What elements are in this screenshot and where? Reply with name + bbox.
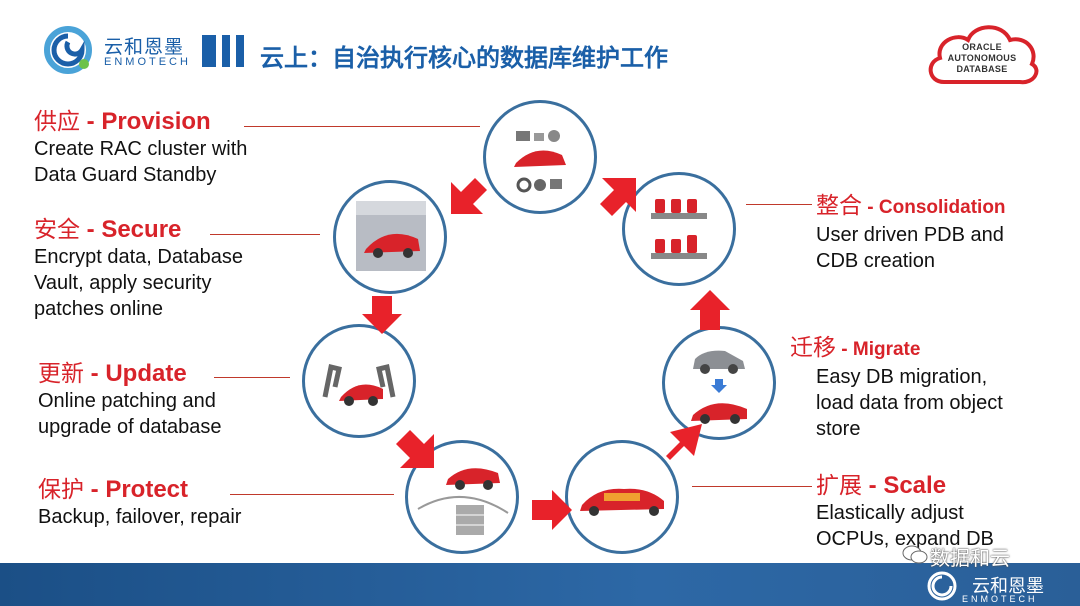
badge-line-1: ORACLE — [962, 42, 1002, 52]
section-title: 迁移 - Migrate — [790, 335, 921, 361]
section-desc-line: Data Guard Standby — [34, 164, 217, 186]
section-title: 更新 - Update — [38, 360, 187, 387]
section-title: 保护 - Protect — [38, 476, 189, 503]
arrow-update-to-protect — [396, 430, 434, 468]
section-consolidation: 整合 - Consolidation User driven PDB and C… — [816, 192, 1006, 274]
enmotech-swirl-icon — [44, 26, 92, 74]
footer-logo-swirl-icon — [927, 571, 957, 601]
secure-vault-car-icon — [356, 201, 426, 271]
leader-line — [214, 377, 290, 378]
badge-line-3: DATABASE — [956, 64, 1008, 74]
section-scale: 扩展 - Scale Elastically adjust OCPUs, exp… — [816, 472, 994, 552]
arrow-consolidation-to-provision — [600, 178, 636, 216]
section-desc-line: Vault, apply security — [34, 272, 212, 294]
update-circle — [302, 324, 416, 438]
arrow-scale-to-migrate — [666, 424, 702, 460]
section-desc-line: Backup, failover, repair — [38, 506, 242, 528]
leader-line — [230, 494, 394, 495]
wechat-watermark: 数据和云 — [930, 546, 1010, 570]
badge-line-2: AUTONOMOUS — [947, 53, 1017, 63]
arrow-protect-to-scale — [532, 490, 572, 530]
leader-line — [692, 486, 812, 487]
section-desc-line: OCPUs, expand DB — [816, 528, 994, 550]
page-title: 云上：自治执行核心的数据库维护工作 — [260, 44, 668, 72]
section-title: 整合 - Consolidation — [816, 193, 1006, 219]
section-migrate: 迁移 - Migrate Easy DB migration, load dat… — [790, 334, 1003, 442]
section-provision: 供应 - Provision Create RAC cluster with D… — [34, 108, 247, 188]
wechat-icon — [902, 545, 928, 564]
car-parts-icon — [514, 130, 566, 193]
arrow-migrate-to-consolidation — [690, 290, 730, 330]
database-stack-icon — [651, 199, 707, 259]
secure-circle — [333, 180, 447, 294]
provision-circle — [483, 100, 597, 214]
section-desc-line: User driven PDB and — [816, 224, 1004, 246]
section-desc-line: Create RAC cluster with — [34, 138, 248, 160]
arrow-secure-to-update — [362, 296, 402, 334]
section-desc-line: Elastically adjust — [816, 502, 964, 524]
car-jump-wall-icon — [417, 468, 509, 535]
section-desc-line: upgrade of database — [38, 416, 222, 438]
cloud-icon — [928, 25, 1039, 85]
title-bars-decoration — [202, 35, 248, 67]
footer-logo-english: ENMOTECH — [962, 594, 1038, 604]
section-desc-line: store — [816, 418, 861, 440]
section-secure: 安全 - Secure Encrypt data, Database Vault… — [34, 216, 243, 322]
consolidation-circle — [622, 172, 736, 286]
migrate-cars-icon — [691, 350, 747, 424]
oracle-autonomous-badge: ORACLE AUTONOMOUS DATABASE — [922, 18, 1042, 90]
logo-english-name: ENMOTECH — [104, 56, 191, 68]
migrate-circle — [662, 326, 776, 440]
section-desc-line: Encrypt data, Database — [34, 246, 244, 268]
footer-logo-chinese: 云和恩墨 — [972, 576, 1044, 597]
scale-circle — [565, 440, 679, 554]
section-protect: 保护 - Protect Backup, failover, repair — [38, 476, 241, 530]
arrow-provision-to-secure — [451, 178, 487, 214]
section-desc-line: Easy DB migration, — [816, 366, 988, 388]
logo-chinese-name: 云和恩墨 — [104, 36, 185, 58]
section-desc-line: load data from object — [816, 392, 1003, 414]
section-desc-line: patches online — [34, 298, 163, 320]
section-title: 供应 - Provision — [34, 108, 211, 135]
section-update: 更新 - Update Online patching and upgrade … — [38, 360, 222, 440]
enmotech-logo: 云和恩墨 ENMOTECH — [44, 26, 194, 74]
leader-line — [746, 204, 812, 205]
leader-line — [210, 234, 320, 235]
section-desc-line: CDB creation — [816, 250, 935, 272]
footer-bar — [0, 563, 1080, 606]
section-title: 安全 - Secure — [34, 216, 182, 243]
slide-header: 云和恩墨 ENMOTECH 云上：自治执行核心的数据库维护工作 ORACLE A… — [0, 0, 1080, 100]
leader-line — [244, 126, 480, 127]
stretch-car-icon — [580, 488, 664, 516]
section-desc-line: Online patching and — [38, 390, 216, 412]
section-title: 扩展 - Scale — [816, 472, 947, 499]
robot-arms-car-icon — [322, 363, 396, 406]
